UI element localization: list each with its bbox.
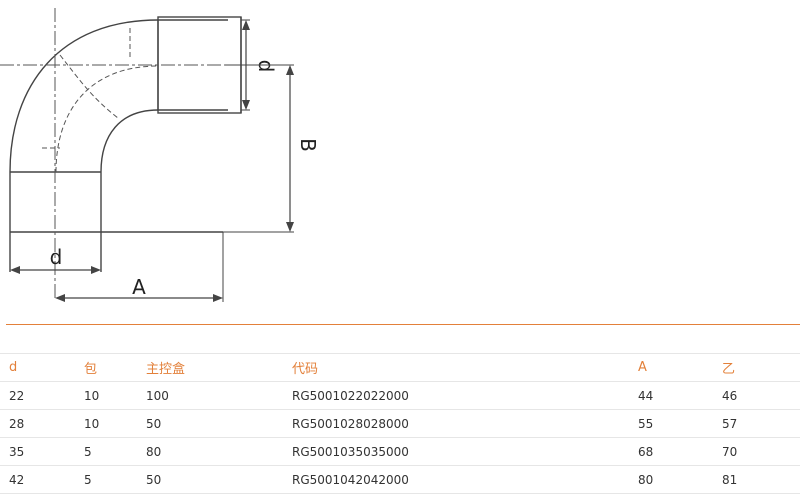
dimension-b-label: B [296, 138, 320, 152]
hidden-lines [42, 28, 159, 173]
cell-d: 22 [0, 381, 75, 410]
cell-code: RG5001022022000 [283, 381, 629, 410]
column-header-pack: 包 [75, 353, 137, 382]
cell-pack: 10 [75, 409, 137, 438]
table-row: 22 10 100 RG5001022022000 44 46 [0, 381, 800, 410]
elbow-body [9, 19, 223, 272]
column-header-master-box: 主控盒 [137, 353, 283, 382]
cell-b: 46 [713, 381, 800, 410]
specification-table: d 包 主控盒 代码 A 乙 22 10 100 RG5001022022000… [0, 353, 800, 494]
dimension-d-bottom: d [10, 245, 101, 274]
cell-a: 55 [629, 409, 713, 438]
cell-b: 81 [713, 465, 800, 494]
cell-d: 42 [0, 465, 75, 494]
column-header-code: 代码 [283, 353, 629, 382]
dimension-d-bottom-label: d [50, 245, 63, 269]
center-lines [0, 8, 260, 300]
cell-master-box: 100 [137, 381, 283, 410]
dimension-b: B [223, 64, 320, 233]
cell-a: 80 [629, 465, 713, 494]
cell-master-box: 50 [137, 465, 283, 494]
column-header-a: A [629, 353, 713, 382]
column-header-d: d [0, 353, 75, 382]
cell-a: 44 [629, 381, 713, 410]
elbow-technical-drawing: d B d A [0, 8, 320, 302]
cell-d: 28 [0, 409, 75, 438]
cell-a: 68 [629, 437, 713, 466]
cell-master-box: 50 [137, 409, 283, 438]
dimension-a-label: A [132, 275, 146, 299]
cell-b: 57 [713, 409, 800, 438]
column-header-b: 乙 [713, 353, 800, 382]
cell-b: 70 [713, 437, 800, 466]
table-row: 42 5 50 RG5001042042000 80 81 [0, 465, 800, 494]
cell-code: RG5001035035000 [283, 437, 629, 466]
cell-code: RG5001042042000 [283, 465, 629, 494]
cell-code: RG5001028028000 [283, 409, 629, 438]
cell-pack: 5 [75, 437, 137, 466]
cell-d: 35 [0, 437, 75, 466]
table-row: 35 5 80 RG5001035035000 68 70 [0, 437, 800, 466]
table-header-row: d 包 主控盒 代码 A 乙 [0, 353, 800, 382]
cell-pack: 5 [75, 465, 137, 494]
table-row: 28 10 50 RG5001028028000 55 57 [0, 409, 800, 438]
cell-pack: 10 [75, 381, 137, 410]
dimension-d-top: d [241, 19, 278, 111]
dimension-a: A [55, 232, 224, 302]
dimension-d-top-label: d [254, 60, 278, 73]
section-divider [6, 324, 800, 325]
cell-master-box: 80 [137, 437, 283, 466]
